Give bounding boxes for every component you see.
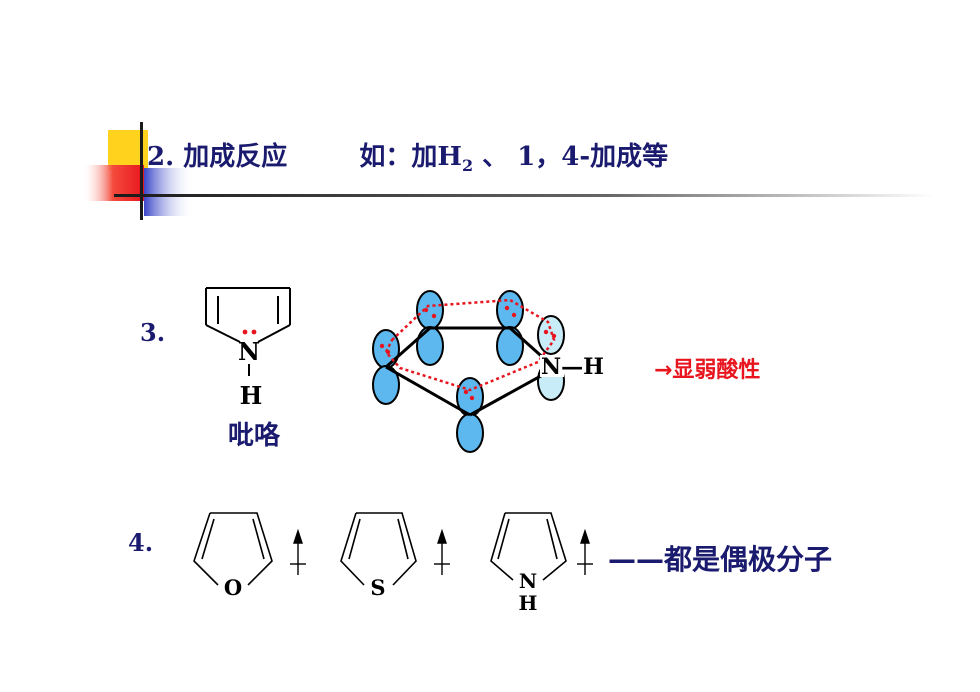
- five-ring-heterocycles: O S N H: [193, 512, 593, 615]
- slide-title: 2. 加成反应 如：加H2 、 1，4-加成等: [147, 140, 668, 183]
- dipole-note: ——都是偶极分子: [608, 543, 833, 576]
- p-orbital-c2-bottom: [416, 326, 444, 366]
- pyrrole-small-h-label: H: [519, 591, 538, 615]
- furan-ring: [193, 512, 273, 586]
- dipole-arrow-icon: [577, 528, 593, 575]
- pyrrole-h-label: H: [240, 381, 263, 410]
- thiophene-ring: [340, 512, 417, 586]
- furan-o-label: O: [224, 575, 242, 600]
- pyrrole-orbital-diagram: N—H: [372, 290, 604, 453]
- dipole-arrow-icon: [290, 528, 306, 575]
- p-orbital-n-top: [537, 315, 565, 355]
- title-example-prefix: 如：加H: [359, 142, 462, 172]
- lone-pair-dots-icon: [242, 329, 257, 335]
- p-orbital-c4-bottom: [456, 413, 484, 453]
- p-orbital-c3-bottom: [496, 326, 524, 366]
- p-orbital-c1-top: [372, 329, 400, 369]
- pi-cloud-ring: [384, 298, 556, 392]
- item3-number: 3.: [140, 318, 166, 347]
- p-orbital-c3-top: [496, 290, 524, 330]
- deco-underline: [114, 194, 934, 197]
- pyrrole-structure: N H: [205, 287, 291, 410]
- p-orbital-c2-top: [416, 290, 444, 330]
- orbital-nh-label: N—H: [541, 354, 604, 380]
- weak-acid-note: →显弱酸性: [654, 358, 761, 383]
- title-number: 2.: [147, 142, 175, 172]
- deco-blue-bar: [144, 168, 194, 216]
- pyrrole-small-ring: [490, 512, 567, 581]
- thiophene-s-label: S: [370, 575, 385, 600]
- dipole-arrow-icon: [434, 528, 450, 575]
- pyrrole-n-label: N: [238, 337, 260, 366]
- pyrrole-small-n-label: N: [519, 569, 537, 593]
- deco-vertical-line: [140, 122, 143, 220]
- title-example-sub: 2: [461, 156, 474, 176]
- title-topic: 加成反应: [183, 142, 288, 172]
- pyrrole-name: 吡咯: [228, 421, 281, 451]
- item4-number: 4.: [128, 528, 154, 557]
- title-example-rest: 、 1，4-加成等: [482, 142, 669, 172]
